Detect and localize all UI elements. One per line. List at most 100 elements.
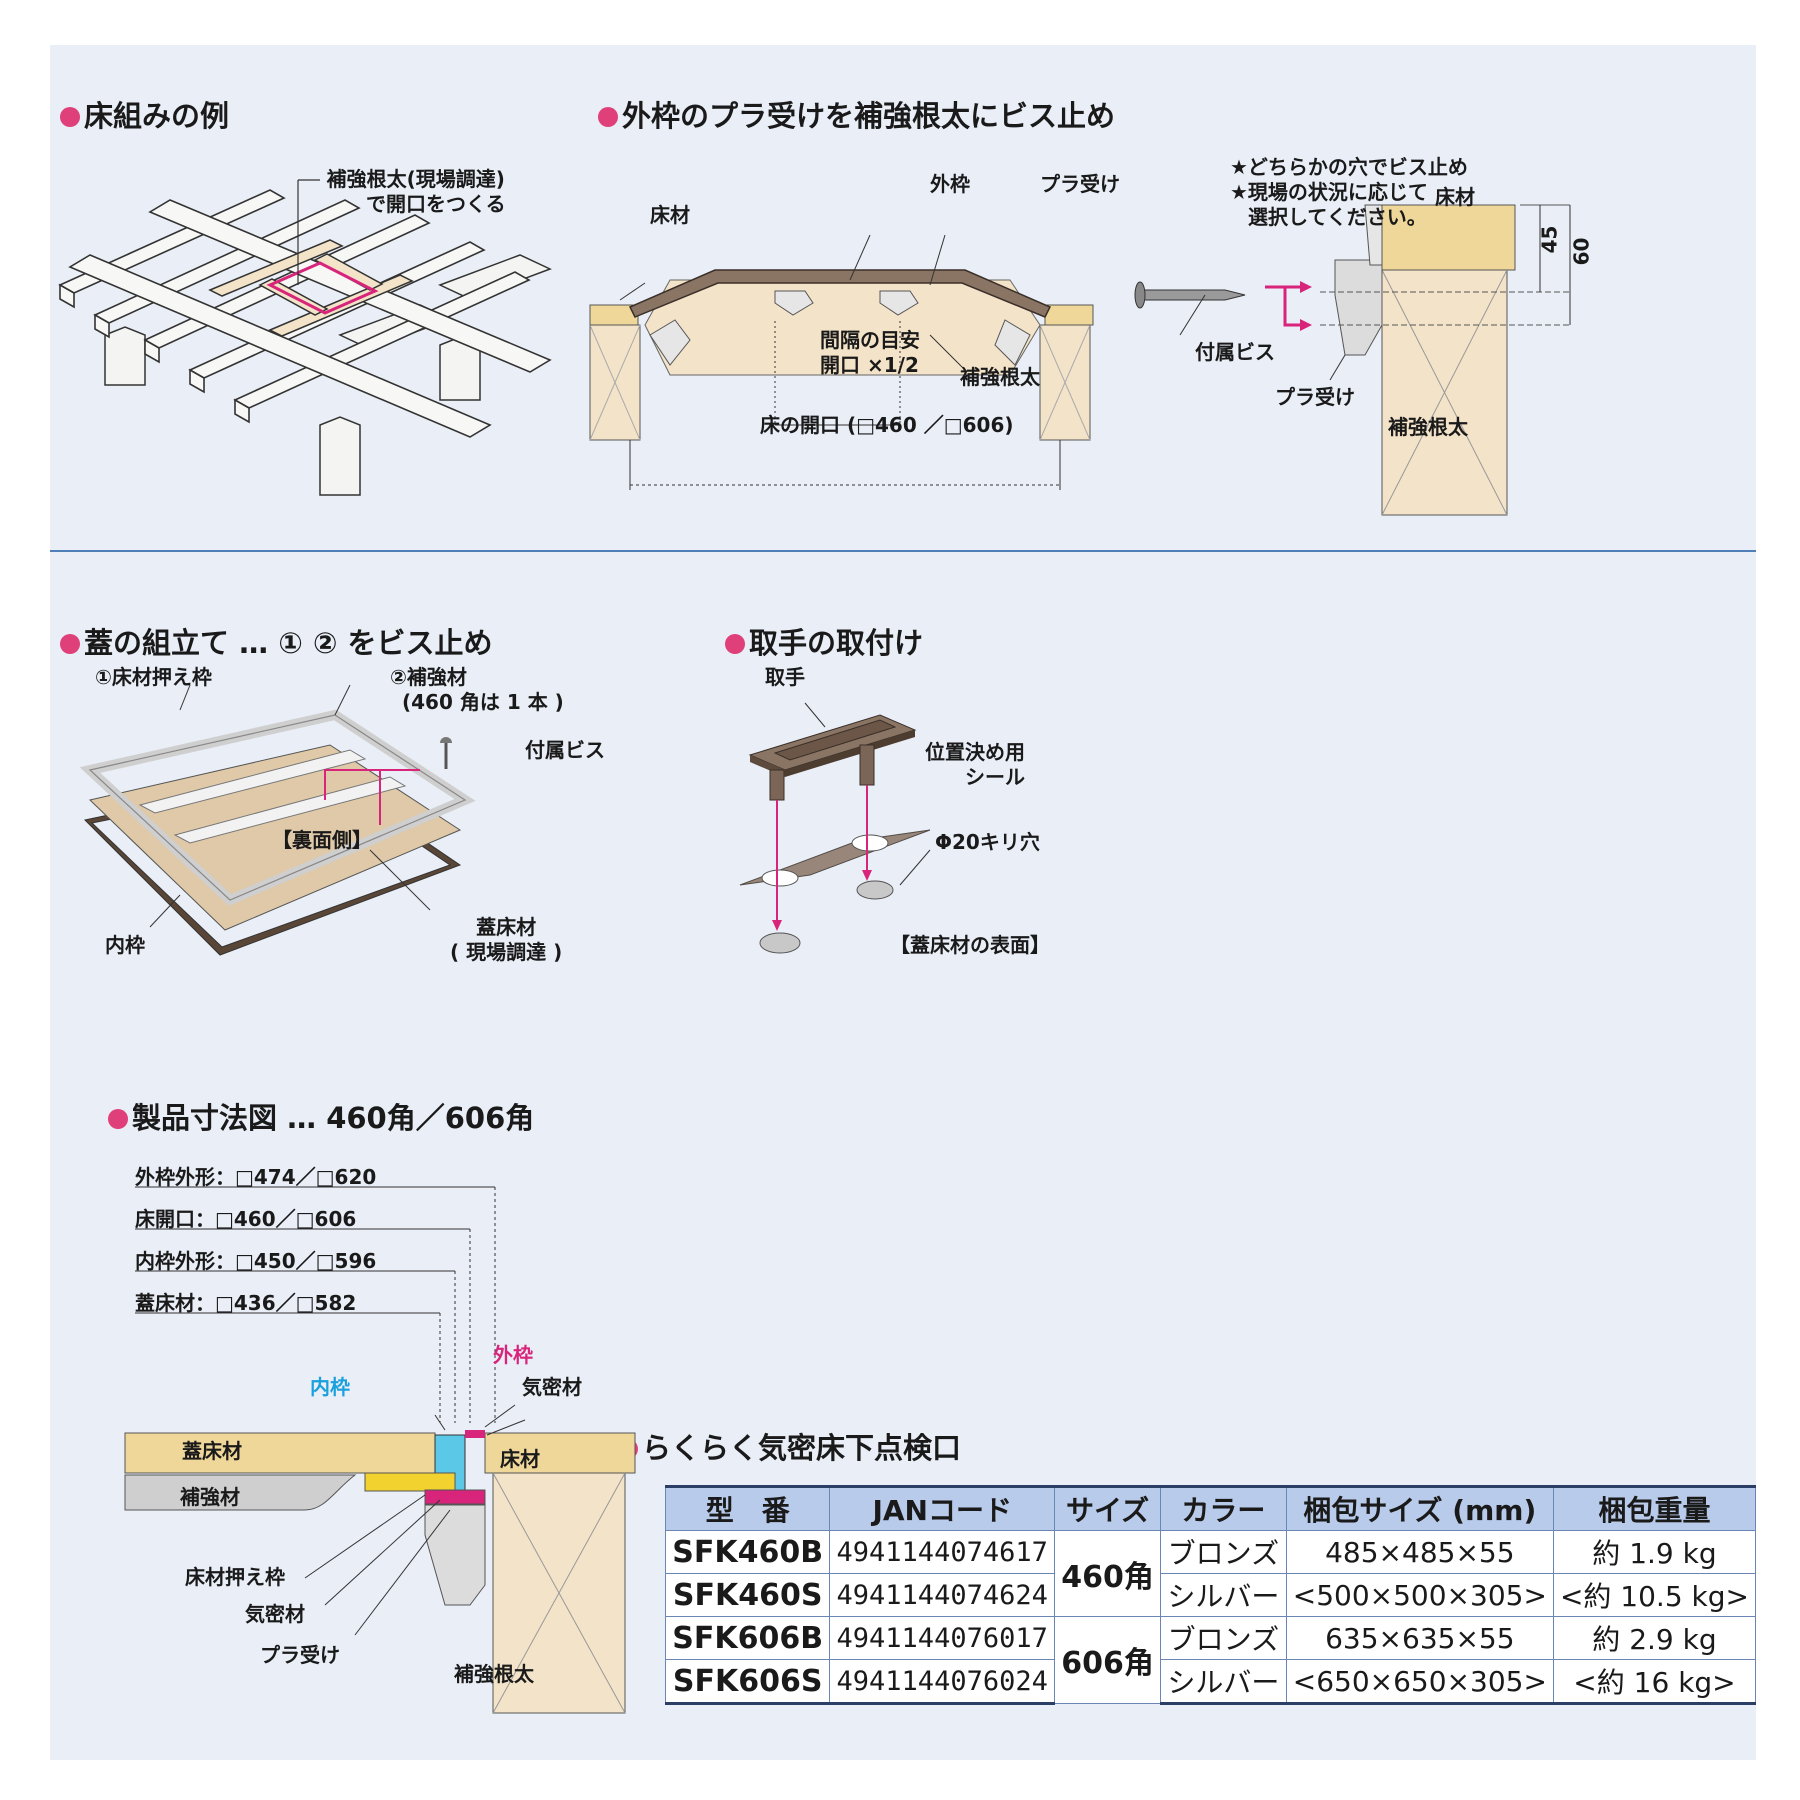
label-dim-reinforcement: 補強材 — [180, 1485, 240, 1509]
callout-line: 補強根太(現場調達) — [326, 167, 505, 191]
lid-assembly-diagram — [79, 684, 476, 956]
section-title: 取手の取付け — [749, 626, 924, 660]
label-dim-press-frame: 床材押え枠 — [185, 1565, 285, 1589]
cell-weight: <約 10.5 kg> — [1552, 1573, 1757, 1617]
label-dim-inner: 内枠外形：□450／□596 — [135, 1249, 377, 1273]
handle-diagram — [739, 702, 931, 954]
col-model: 型 番 — [664, 1485, 831, 1531]
cell-pack: <650×650×305> — [1285, 1659, 1554, 1705]
label-dim-inner-frame: 内枠 — [310, 1375, 350, 1399]
section-product: らくらく気密床下点検口 — [618, 1425, 961, 1467]
label-dim-joist: 補強根太 — [454, 1662, 534, 1686]
lid-material-line: 蓋床材 — [476, 915, 537, 939]
section-handle: 取手の取付け — [725, 620, 923, 662]
label-dim-outer-frame: 外枠 — [493, 1343, 533, 1367]
label-floor-material: 床材 — [650, 203, 690, 227]
section-dimensions: 製品寸法図 … 460角／606角 — [108, 1095, 534, 1137]
section-title: 製品寸法図 … 460角／606角 — [132, 1101, 535, 1135]
floor-frame-diagram — [58, 179, 552, 496]
label-dim-receiver: プラ受け — [260, 1643, 340, 1667]
section-lid-assembly: 蓋の組立て … ① ② をビス止め — [60, 620, 493, 662]
label-seal: 位置決め用 シール — [925, 740, 1025, 790]
col-pack-weight: 梱包重量 — [1552, 1485, 1757, 1531]
cell-jan: 4941144076017 — [829, 1616, 1055, 1660]
cell-weight: 約 1.9 kg — [1552, 1530, 1757, 1574]
label-opening: 床の開口 (□460 ／□606) — [760, 413, 1014, 437]
label-outer-frame: 外枠 — [930, 172, 970, 196]
note-line: ★どちらかの穴でビス止め — [1230, 155, 1468, 179]
label-lid-screw: 付属ビス — [525, 738, 605, 762]
section-title: 蓋の組立て … ① ② をビス止め — [84, 626, 493, 660]
screw-note: ★どちらかの穴でビス止め ★現場の状況に応じて 選択してください。 — [1230, 155, 1468, 230]
label-lid-surface: 【蓋床材の表面】 — [890, 933, 1050, 957]
col-color: カラー — [1160, 1485, 1287, 1531]
section-title: 床組みの例 — [84, 99, 230, 133]
label-dim-floor: 床材 — [500, 1447, 540, 1471]
section-screw-frame: 外枠のプラ受けを補強根太にビス止め — [598, 93, 1115, 135]
cell-color: ブロンズ — [1160, 1616, 1287, 1660]
label-dim-45: 45 — [1537, 225, 1562, 254]
label-dim-airtight2: 気密材 — [245, 1602, 305, 1626]
label-press-frame: ①床材押え枠 — [95, 665, 212, 689]
label-dim-lid-material: 蓋床材 — [182, 1439, 242, 1463]
label-dim-opening: 床開口：□460／□606 — [135, 1207, 357, 1231]
floor-frame-callout: 補強根太(現場調達) で開口をつくる — [326, 167, 506, 217]
table-row: SFK606S 4941144076024 シルバー <650×650×305>… — [664, 1659, 1757, 1705]
label-dim-outer: 外枠外形：□474／□620 — [135, 1165, 377, 1189]
label-plastic-receiver: プラ受け — [1040, 172, 1120, 196]
label-detail-joist: 補強根太 — [1388, 415, 1468, 439]
label-detail-floor: 床材 — [1435, 185, 1475, 209]
col-pack-size: 梱包サイズ (mm) — [1285, 1485, 1554, 1531]
col-jan: JANコード — [829, 1485, 1055, 1531]
product-table: 型 番 JANコード サイズ カラー 梱包サイズ (mm) 梱包重量 SFK46… — [664, 1485, 1757, 1705]
section-title: 外枠のプラ受けを補強根太にビス止め — [622, 99, 1116, 133]
cell-model: SFK606B — [664, 1616, 831, 1660]
callout-line: で開口をつくる — [366, 192, 506, 216]
lid-material-line: ( 現場調達 ) — [450, 940, 563, 964]
sheet: 床組みの例 外枠のプラ受けを補強根太にビス止め 蓋の組立て … ① ② をビス止… — [50, 45, 1757, 1760]
table-row: SFK606B 4941144076017 606角 ブロンズ 635×635×… — [664, 1616, 1757, 1704]
cell-model: SFK460B — [664, 1530, 831, 1574]
label-handle: 取手 — [765, 665, 805, 689]
table-row: SFK460S 4941144074624 シルバー <500×500×305>… — [664, 1573, 1757, 1617]
label-hole: Φ20キリ穴 — [935, 830, 1040, 854]
cell-size: 606角 — [1053, 1616, 1162, 1704]
screw-frame-diagram — [589, 204, 1571, 516]
cell-color: ブロンズ — [1160, 1530, 1287, 1574]
bullet-icon — [725, 634, 745, 654]
cell-jan: 4941144076024 — [829, 1659, 1055, 1705]
label-screw: 付属ビス — [1195, 340, 1275, 364]
cell-color: シルバー — [1160, 1659, 1287, 1705]
label-dim-60: 60 — [1569, 237, 1594, 266]
interval-line: 開口 ×1/2 — [820, 353, 919, 377]
cell-weight: <約 16 kg> — [1552, 1659, 1757, 1705]
table-row: SFK460B 4941144074617 460角 ブロンズ 485×485×… — [664, 1530, 1757, 1617]
label-inner-frame: 内枠 — [105, 933, 145, 957]
cell-model: SFK460S — [664, 1573, 831, 1617]
bullet-icon — [60, 634, 80, 654]
label-reinforcing-joist: 補強根太 — [960, 365, 1040, 389]
seal-line: シール — [965, 765, 1025, 789]
bullet-icon — [108, 1109, 128, 1129]
label-dim-airtight: 気密材 — [522, 1375, 582, 1399]
note-line: ★現場の状況に応じて — [1230, 180, 1428, 204]
label-reinforcement: ②補強材 (460 角は 1 本 ) — [390, 665, 564, 715]
cell-jan: 4941144074617 — [829, 1530, 1055, 1574]
label-lid-material: 蓋床材 ( 現場調達 ) — [450, 915, 562, 965]
label-detail-receiver: プラ受け — [1275, 385, 1355, 409]
seal-line: 位置決め用 — [925, 740, 1025, 764]
section-title: らくらく気密床下点検口 — [642, 1431, 962, 1465]
label-back-side: 【裏面側】 — [272, 828, 372, 852]
table-header-row: 型 番 JANコード サイズ カラー 梱包サイズ (mm) 梱包重量 — [664, 1485, 1757, 1531]
cell-color: シルバー — [1160, 1573, 1287, 1617]
col-size: サイズ — [1053, 1485, 1162, 1531]
cell-pack: 485×485×55 — [1285, 1530, 1554, 1574]
cell-jan: 4941144074624 — [829, 1573, 1055, 1617]
cell-pack: 635×635×55 — [1285, 1616, 1554, 1660]
section-divider — [50, 550, 1756, 552]
reinforcement-line: ②補強材 — [390, 665, 467, 689]
bullet-icon — [60, 107, 80, 127]
cell-weight: 約 2.9 kg — [1552, 1616, 1757, 1660]
reinforcement-line: (460 角は 1 本 ) — [402, 690, 564, 714]
bullet-icon — [598, 107, 618, 127]
